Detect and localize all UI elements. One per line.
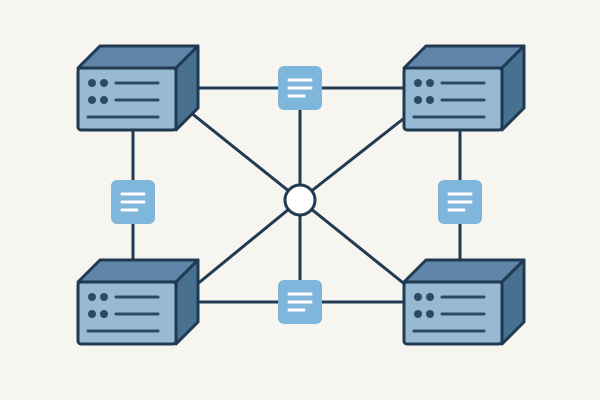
document-right-icon [436, 178, 484, 226]
server-top-right-icon [402, 44, 526, 132]
link-hub-top-right [298, 110, 414, 202]
document-left-icon [109, 178, 157, 226]
document-top-icon [276, 64, 324, 112]
server-top-left-icon [76, 44, 200, 132]
link-hub-bottom-right [298, 198, 414, 292]
link-hub-top-left [188, 110, 302, 202]
document-bottom-icon [276, 278, 324, 326]
server-bottom-right-icon [402, 258, 526, 346]
server-bottom-left-icon [76, 258, 200, 346]
central-hub-icon [283, 183, 317, 217]
link-hub-bottom-left [188, 198, 302, 292]
